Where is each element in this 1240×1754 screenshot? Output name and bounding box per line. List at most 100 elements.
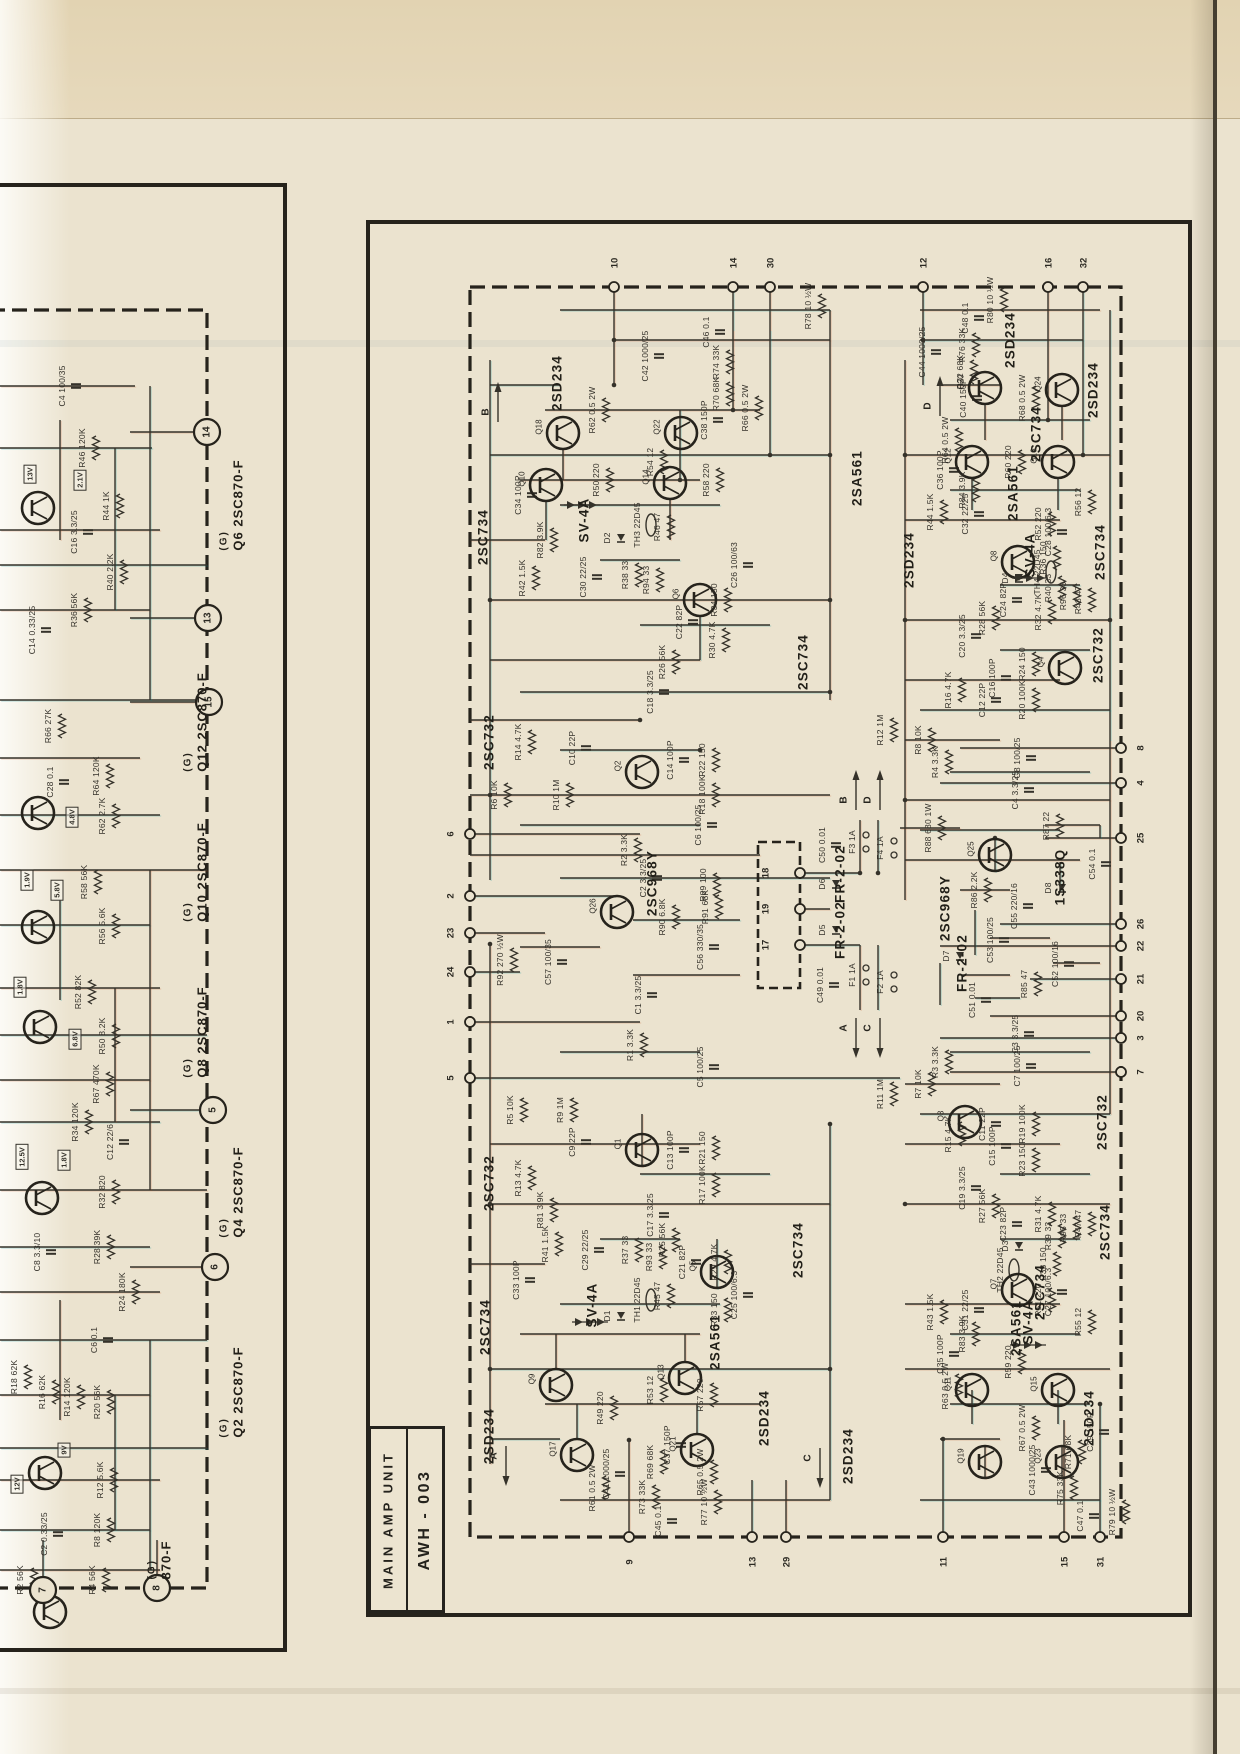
component-label: R58 56K [78,864,89,900]
component-label: R1 3.3K [624,1028,635,1062]
transistor-group-label: (G)Q6 2SC870-F [219,459,246,550]
resistor-symbol [938,499,950,525]
device-type: Q4 2SC870-F [230,1146,246,1238]
transistor-symbol [1040,1372,1076,1408]
junction-dot [857,870,863,876]
component-label: R57 220 [694,1378,705,1412]
junction-dot [487,1201,493,1207]
component-label: D7 [940,950,951,962]
resistor-symbol [110,1179,122,1205]
resistor-symbol [86,979,98,1005]
diode-symbol [956,952,964,959]
junction-dot [626,1437,632,1443]
transistor-designator: Q23 [1033,1448,1043,1464]
voltage-callout: 4.8V [65,806,79,828]
component-label: C28 0.1 [44,766,55,798]
terminal-number: 18 [760,867,772,879]
resistor-symbol [670,904,682,930]
transistor-symbol [1044,1444,1080,1480]
terminal-number: 5 [445,1075,457,1081]
title-block-cell-model: AWH - 003 [408,1429,443,1610]
transistor-symbol [947,1104,983,1140]
terminal-number: 22 [1135,940,1147,952]
resistor-symbol [1030,1147,1042,1173]
resistor-symbol [105,1517,117,1543]
component-label: C32 22/25 [959,493,970,535]
component-label: C12 22P [976,682,987,718]
transistor-symbol [538,1367,574,1403]
transistor-symbol [624,754,660,790]
voltage-callout: 5.8V [50,879,64,901]
component-label: R66 27K [42,708,53,744]
resistor-symbol [670,649,682,675]
component-label: C52 100/16 [1049,941,1060,987]
component-label: F3 1A [846,830,857,854]
component-label: C19 3.3/25 [956,1166,967,1210]
resistor-symbol [1030,651,1042,677]
g-marking: (G) [218,530,230,551]
resistor-symbol [82,597,94,623]
component-label: R4 56K [86,1565,97,1595]
terminal [623,1531,635,1543]
component-label: R67 470K [90,1064,101,1104]
component-label: R88 680 1W [922,803,933,853]
device-group-label: 2SC734 [790,1222,806,1278]
terminal [194,687,224,717]
thermistor-symbol [1008,1258,1020,1282]
signal-arrow-label: D [922,402,934,410]
component-label: R25 56K [656,1222,667,1258]
device-group-label: 1S338Q [1052,848,1068,906]
resistor-symbol [926,727,938,753]
component-label: R56 5.6K [96,907,107,945]
component-label: C56 330/35 [694,924,705,970]
component-label: R96 33 [1057,581,1068,611]
component-label: R5 10K [504,1095,515,1125]
junction-dot [875,870,881,876]
device-group-label: 2SD234 [549,355,565,411]
component-label: R32 820 [96,1175,107,1209]
component-label: R43 1.5K [924,1293,935,1331]
terminal [464,927,476,939]
terminal [464,1072,476,1084]
device-group-label: 2SC734 [795,634,811,690]
junction-dot [1045,417,1051,423]
junction-dot [827,597,833,603]
diode-symbol [1015,1242,1023,1249]
junction-dot [1080,452,1086,458]
component-label: C15 100P [986,1126,997,1166]
terminal [1115,832,1127,844]
junction-dot [902,617,908,623]
device-group-label: SV-4A [1022,532,1038,578]
junction-dot [487,597,493,603]
component-label: C8 3.3/10 [31,1232,42,1272]
terminal-number: 32 [1078,257,1090,269]
component-label: C25 100/6.3 [728,1270,739,1320]
transistor-symbol [1000,1272,1036,1308]
transistor-designator: Q20 [956,374,966,390]
terminal [142,1573,172,1603]
terminal-number: 16 [1043,257,1055,269]
component-label: C42 1000/25 [639,330,650,382]
component-label: R32 4.7K [1032,593,1043,631]
resistor-symbol [75,1384,87,1410]
resistor-symbol [548,1197,560,1223]
thermistor-symbol [645,1288,657,1312]
resistor-symbol [56,713,68,739]
component-label: R85 47 [1018,969,1029,999]
component-label: R16 62K [36,1374,47,1410]
junction-dot [902,797,908,803]
terminal-number: 30 [765,257,777,269]
component-label: R67 0.5 2W [1016,1404,1027,1452]
transistor-designator: Q10 [517,471,527,487]
resistor-symbol [104,763,116,789]
component-label: C4 3.3/25 [1009,770,1020,810]
component-label: R53 12 [644,1375,655,1405]
device-type: 870-F [158,1540,174,1580]
terminal-number: 25 [1135,832,1147,844]
terminal [1094,1531,1106,1543]
terminal-number: 5 [207,1107,219,1113]
junction-dot [1097,1401,1103,1407]
component-label: R62 2.7K [96,797,107,835]
component-label: C12 22/6 [104,1123,115,1161]
